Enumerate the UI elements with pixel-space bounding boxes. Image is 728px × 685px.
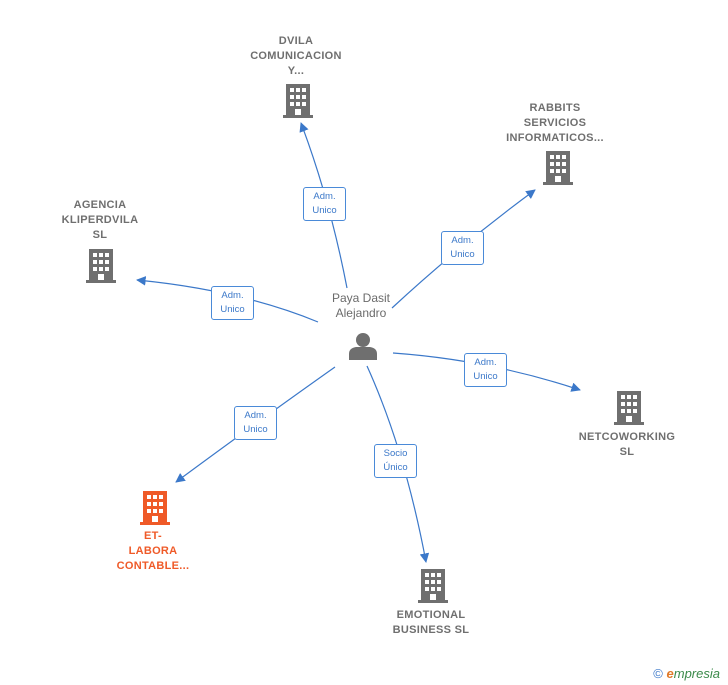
building-icon[interactable]	[86, 249, 116, 283]
center-person-name: Paya Dasit Alejandro	[311, 291, 411, 321]
company-label-agencia[interactable]: AGENCIA KLIPERDVILA SL	[61, 199, 139, 241]
building-icon[interactable]	[283, 84, 313, 118]
brand-footer: © empresia	[653, 666, 720, 681]
company-label-etlabora[interactable]: ET- LABORA CONTABLE...	[116, 530, 190, 572]
center-name-line-2: Alejandro	[335, 306, 387, 320]
person-icon[interactable]	[348, 332, 378, 360]
edge-label-emotional: Socio Único	[374, 444, 417, 478]
edge-label-agencia: Adm. Unico	[211, 286, 254, 320]
edge-label-dvila: Adm. Unico	[303, 187, 346, 221]
edge-label-etlabora: Adm. Unico	[234, 406, 277, 440]
building-icon-highlighted[interactable]	[140, 491, 170, 525]
edge-label-netcoworking: Adm. Unico	[464, 353, 507, 387]
edge-label-rabbits: Adm. Unico	[441, 231, 484, 265]
building-icon[interactable]	[418, 569, 448, 603]
company-label-emotional[interactable]: EMOTIONAL BUSINESS SL	[392, 609, 470, 636]
center-name-line-1: Paya Dasit	[331, 291, 391, 305]
company-label-netcoworking[interactable]: NETCOWORKING SL	[578, 431, 676, 458]
brand-logo-text: mpresia	[673, 666, 720, 681]
company-label-dvila[interactable]: DVILA COMUNICACION Y...	[250, 35, 342, 77]
building-icon[interactable]	[543, 151, 573, 185]
copyright-symbol: ©	[653, 666, 663, 681]
company-label-rabbits[interactable]: RABBITS SERVICIOS INFORMATICOS...	[506, 102, 604, 144]
building-icon[interactable]	[614, 391, 644, 425]
brand-logo-initial: e	[666, 666, 674, 681]
